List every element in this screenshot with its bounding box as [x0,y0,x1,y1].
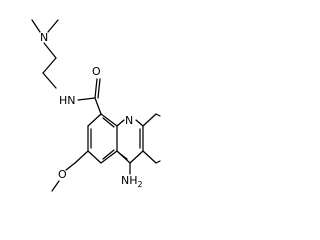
methoxy-o-label: O [58,168,67,181]
carbonyl-o-label: O [92,65,101,78]
molecule-structure: N HN O N O NH2 [31,19,161,192]
ring-center-bonds [116,119,144,164]
ring-n-label: N [125,114,133,127]
ring-right-bonds [142,113,161,164]
dimethylamine-n-label: N [40,31,48,44]
amide-bonds [77,78,102,115]
amine-nh2-label: NH2 [121,174,143,189]
ring-left-bonds [87,113,118,164]
ethyl-linker-bonds [42,57,57,89]
methoxy-bonds [51,150,89,192]
dimethylamino-bonds [31,19,59,59]
amide-nh-label: HN [59,94,76,107]
molecule-canvas: N HN O N O NH2 [0,0,162,234]
